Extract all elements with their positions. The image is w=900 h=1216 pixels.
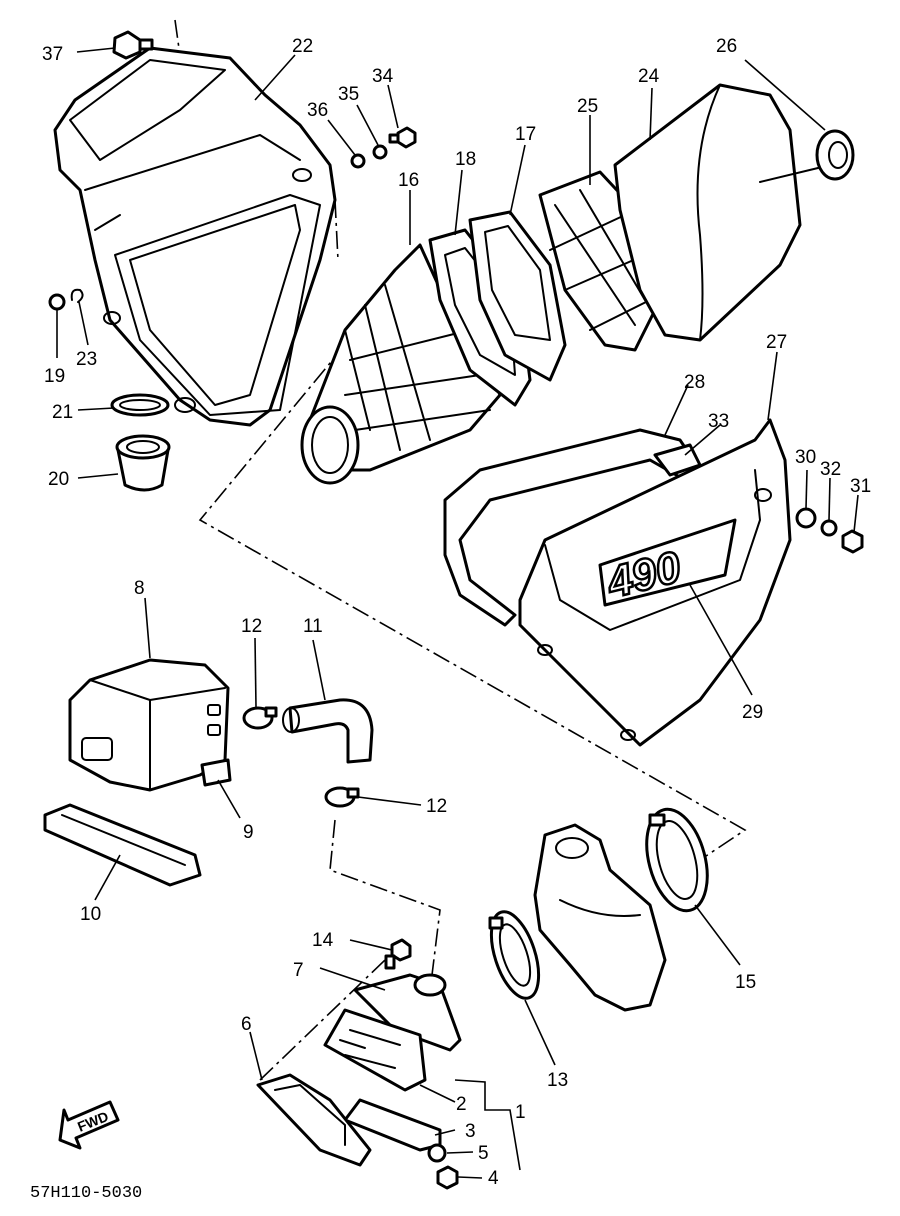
plate-3 [343,1098,442,1152]
leader-lines [56,47,859,1179]
drawing-code: 57H110-5030 [30,1184,142,1203]
callout-13: 13 [547,1070,568,1091]
callout-20: 20 [48,469,69,490]
callout-18: 18 [455,149,476,170]
callout-7: 7 [293,960,304,981]
band-21 [110,393,170,417]
callout-4: 4 [488,1168,499,1189]
bolt-14 [384,938,412,970]
washer-35 [372,144,388,160]
callout-9: 9 [243,822,254,843]
callout-1: 1 [515,1102,526,1123]
callout-30: 30 [795,447,816,468]
callout-23: 23 [76,349,97,370]
carburetor-body [533,823,667,1012]
callout-15: 15 [735,972,756,993]
callout-28: 28 [684,372,705,393]
callout-labels: 1 2 3 4 5 6 7 8 9 10 11 12 12 13 14 15 1… [42,36,871,1189]
nut-19 [48,293,66,311]
callout-17: 17 [515,124,536,145]
callout-36: 36 [307,100,328,121]
bolt-37 [112,30,154,60]
callout-12-upper: 12 [241,616,262,637]
callout-3: 3 [465,1121,476,1142]
fwd-arrow-icon: FWD [58,1100,120,1150]
callout-33: 33 [708,411,729,432]
strap-10 [43,803,202,887]
carb-joint-15 [645,807,709,913]
clamp-12-upper [242,706,278,730]
air-filter-element-24 [613,83,802,342]
callout-11: 11 [303,616,323,637]
clip-23 [70,288,84,303]
callout-24: 24 [638,66,660,87]
callout-5: 5 [478,1143,489,1164]
bolt-34 [388,126,417,149]
air-box-case [53,46,337,427]
grommet-30 [795,507,817,529]
wing-bolt-26 [759,129,855,183]
gasket-6 [256,1073,372,1167]
seal-28 [443,428,702,627]
callout-37: 37 [42,44,63,65]
clamp-13 [488,910,541,1000]
callout-32: 32 [820,459,841,480]
callout-8: 8 [134,578,145,599]
reed-valve-2 [323,1008,427,1092]
callout-19: 19 [44,366,65,387]
callout-22: 22 [292,36,313,57]
callout-6: 6 [241,1014,252,1035]
callout-14: 14 [312,930,334,951]
callout-2: 2 [456,1094,467,1115]
bolt-31 [841,529,864,554]
callout-31: 31 [850,476,871,497]
alignment-lines [174,19,747,1081]
label-9 [200,758,232,787]
callout-21: 21 [52,402,73,423]
washer-5 [427,1143,447,1163]
callout-25: 25 [577,96,598,117]
callout-27: 27 [766,332,787,353]
washer-32 [820,519,838,537]
drain-hose-20 [115,434,171,492]
callout-29: 29 [742,702,763,723]
side-cover-27: 490 [518,418,792,747]
clamp-12-lower [324,786,360,808]
callout-35: 35 [338,84,359,105]
bolt-4 [436,1165,459,1190]
hose-11 [288,698,374,764]
callout-10: 10 [80,904,101,925]
callout-26: 26 [716,36,737,57]
callout-12-lower: 12 [426,796,447,817]
callout-16: 16 [398,170,419,191]
washer-36 [350,153,366,169]
air-filter-joint-16 [300,243,502,485]
callout-34: 34 [372,66,394,87]
